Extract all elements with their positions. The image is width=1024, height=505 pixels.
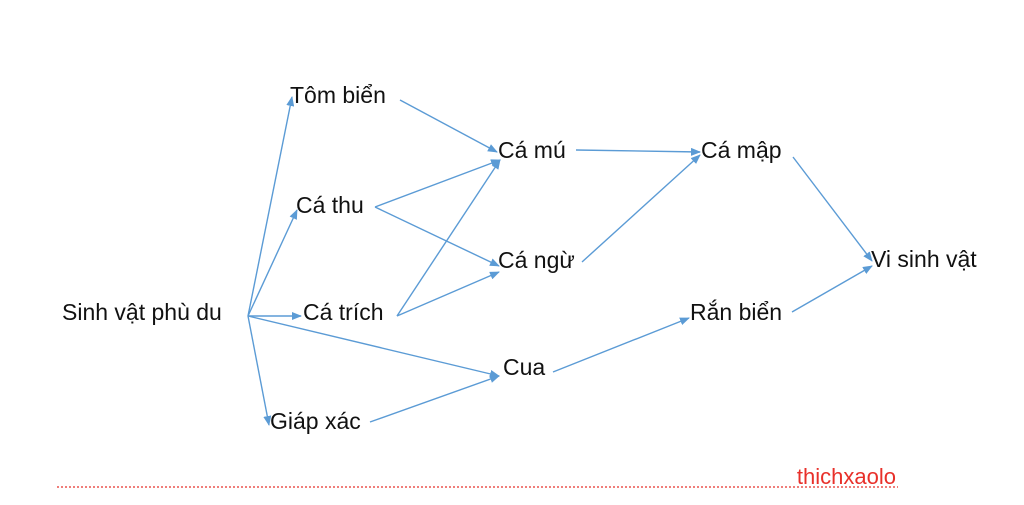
edges-layer xyxy=(247,96,873,426)
node-cua: Cua xyxy=(503,354,545,380)
node-ca-ngu: Cá ngừ xyxy=(498,247,575,273)
arrow-ca-map-to-vi-sinh-vat xyxy=(792,156,873,262)
arrow-sinh-vat-phu-du-to-cua xyxy=(247,315,500,378)
arrow-ca-trich-to-ca-mu xyxy=(396,159,501,317)
watermark-text: thichxaolo xyxy=(797,464,896,489)
node-tom-bien: Tôm biển xyxy=(290,82,386,108)
arrow-sinh-vat-phu-du-to-ca-thu xyxy=(247,209,298,317)
node-ran-bien: Rắn biển xyxy=(690,299,782,325)
node-ca-trich: Cá trích xyxy=(303,299,384,325)
watermark: thichxaolo xyxy=(57,464,898,489)
arrow-ca-thu-to-ca-ngu xyxy=(374,206,500,267)
arrow-ca-mu-to-ca-map xyxy=(575,147,701,156)
arrow-ca-thu-to-ca-mu xyxy=(374,159,501,208)
node-giap-xac: Giáp xác xyxy=(270,408,361,434)
node-vi-sinh-vat: Vi sinh vật xyxy=(871,246,977,272)
node-sinh-vat-phu-du: Sinh vật phù du xyxy=(62,299,222,325)
node-ca-map: Cá mập xyxy=(701,137,782,163)
arrow-sinh-vat-phu-du-to-tom-bien xyxy=(247,96,295,317)
arrow-cua-to-ran-bien xyxy=(552,317,690,373)
arrow-giap-xac-to-cua xyxy=(369,375,500,423)
arrow-sinh-vat-phu-du-to-giap-xac xyxy=(247,315,272,426)
node-ca-mu: Cá mú xyxy=(498,137,566,163)
arrow-tom-bien-to-ca-mu xyxy=(399,99,498,153)
arrow-ran-bien-to-vi-sinh-vat xyxy=(791,265,873,313)
node-ca-thu: Cá thu xyxy=(296,192,364,218)
nodes-layer: Sinh vật phù du Tôm biển Cá thu Cá tríchGiá… xyxy=(62,82,977,434)
arrow-ca-ngu-to-ca-map xyxy=(581,154,701,263)
arrow-ca-trich-to-ca-ngu xyxy=(396,271,500,317)
